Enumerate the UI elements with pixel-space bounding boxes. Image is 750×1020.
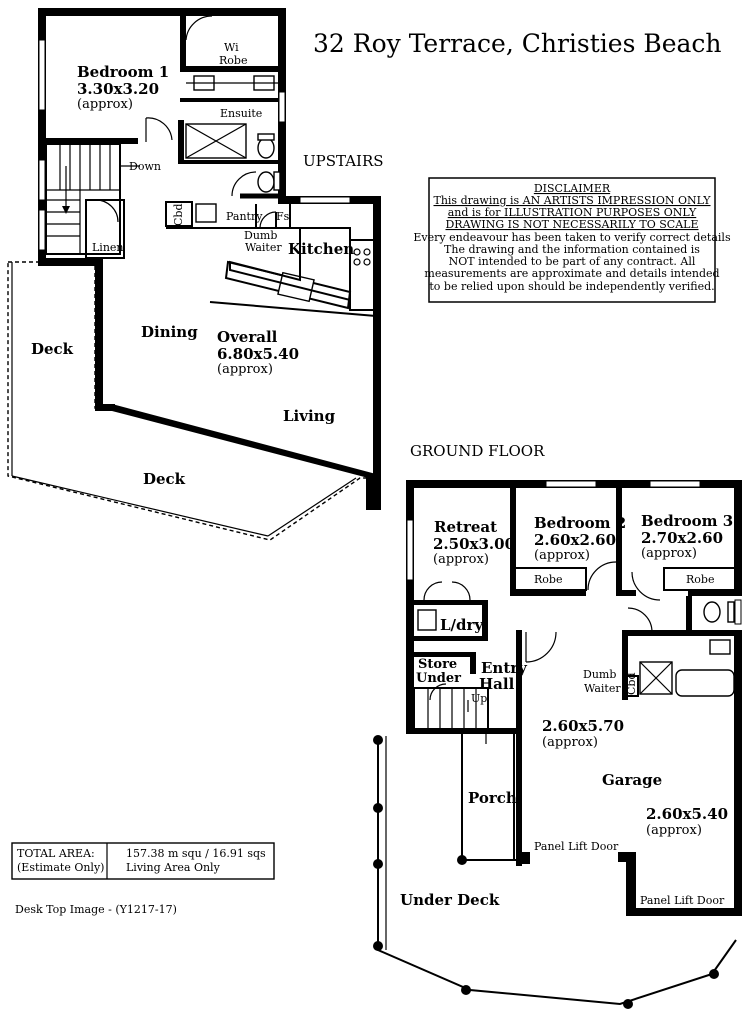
entry-hall-1: Entry bbox=[481, 659, 528, 677]
disclaimer-line-2: and is for ILLUSTRATION PURPOSES ONLY bbox=[448, 206, 697, 219]
bedroom3-dims: 2.70x2.60 bbox=[641, 529, 723, 547]
disclaimer-line-1: This drawing is AN ARTISTS IMPRESSION ON… bbox=[433, 194, 711, 207]
bedroom1-dims: 3.30x3.20 bbox=[77, 80, 159, 98]
deck-left-label: Deck bbox=[31, 340, 74, 358]
robe2-label: Robe bbox=[534, 573, 562, 586]
wi-robe-label-2: Robe bbox=[219, 54, 247, 67]
total-area-value-1: 157.38 m squ / 16.91 sqs bbox=[126, 847, 266, 860]
total-area-table bbox=[11, 842, 275, 880]
total-area-label-1: TOTAL AREA: bbox=[17, 847, 95, 860]
linen-label: Linen bbox=[92, 241, 124, 254]
disclaimer-heading: DISCLAIMER bbox=[534, 182, 611, 195]
upstairs-plan bbox=[7, 8, 381, 541]
dumb-waiter-ground-2: Waiter bbox=[584, 682, 621, 695]
overall-name: Overall bbox=[217, 328, 278, 346]
bedroom2-approx: (approx) bbox=[534, 548, 590, 563]
plan-title: 32 Roy Terrace, Christies Beach bbox=[313, 29, 722, 58]
disclaimer-line-5: The drawing and the information containe… bbox=[444, 243, 700, 256]
retreat-name: Retreat bbox=[434, 518, 497, 536]
total-area-value-2: Living Area Only bbox=[126, 861, 221, 874]
bedroom3-name: Bedroom 3 bbox=[641, 512, 733, 530]
wi-robe-label-1: Wi bbox=[224, 41, 239, 54]
garage-label: Garage bbox=[602, 771, 662, 789]
overall-approx: (approx) bbox=[217, 362, 273, 377]
ensuite-label: Ensuite bbox=[220, 107, 262, 120]
bedroom2-dims: 2.60x2.60 bbox=[534, 531, 616, 549]
entry-hall-2: Hall bbox=[479, 675, 515, 693]
under-deck-label: Under Deck bbox=[400, 891, 500, 909]
bedroom3-approx: (approx) bbox=[641, 546, 697, 561]
ground-floor-plan bbox=[373, 480, 742, 1009]
footer-text: Desk Top Image - (Y1217-17) bbox=[15, 903, 177, 916]
porch-label: Porch bbox=[468, 789, 517, 807]
pantry-label: Pantry bbox=[226, 210, 263, 223]
store-under-1: Store bbox=[418, 657, 457, 672]
garage-approx1: (approx) bbox=[542, 735, 598, 750]
bedroom1-name: Bedroom 1 bbox=[77, 63, 169, 81]
retreat-approx: (approx) bbox=[433, 552, 489, 567]
panel-lift-door-2: Panel Lift Door bbox=[640, 894, 725, 907]
garage-dims2: 2.60x5.40 bbox=[646, 805, 728, 823]
living-label: Living bbox=[283, 407, 336, 425]
dumb-waiter-up-1: Dumb bbox=[244, 229, 277, 242]
overall-dims: 6.80x5.40 bbox=[217, 345, 299, 363]
disclaimer-line-3: DRAWING IS NOT NECESSARILY TO SCALE bbox=[445, 218, 698, 231]
disclaimer-line-8: to be relied upon should be independentl… bbox=[429, 280, 714, 293]
dumb-waiter-ground-1: Dumb bbox=[583, 668, 616, 681]
bedroom1-approx: (approx) bbox=[77, 97, 133, 112]
up-label: Up bbox=[471, 692, 487, 705]
deck-bottom-label: Deck bbox=[143, 470, 186, 488]
ground-floor-heading: GROUND FLOOR bbox=[410, 442, 545, 460]
ldry-label: L/dry bbox=[440, 616, 484, 634]
fs-label: Fs bbox=[276, 210, 290, 223]
kitchen-label: Kitchen bbox=[288, 240, 354, 258]
disclaimer-line-6: NOT intended to be part of any contract.… bbox=[449, 255, 696, 268]
panel-lift-door-1: Panel Lift Door bbox=[534, 840, 619, 853]
bedroom2-name: Bedroom 2 bbox=[534, 514, 626, 532]
retreat-dims: 2.50x3.00 bbox=[433, 535, 515, 553]
garage-approx2: (approx) bbox=[646, 823, 702, 838]
disclaimer-line-7: measurements are approximate and details… bbox=[424, 267, 719, 280]
ground-cbd-label: Cbd bbox=[625, 673, 638, 696]
dining-label: Dining bbox=[141, 323, 198, 341]
total-area-label-2: (Estimate Only) bbox=[17, 861, 104, 874]
store-under-2: Under bbox=[416, 671, 461, 686]
robe3-label: Robe bbox=[686, 573, 714, 586]
garage-dims1: 2.60x5.70 bbox=[542, 717, 624, 735]
dumb-waiter-up-2: Waiter bbox=[245, 241, 282, 254]
disclaimer-line-4: Every endeavour has been taken to verify… bbox=[413, 231, 731, 244]
upstairs-heading: UPSTAIRS bbox=[303, 152, 384, 170]
upstairs-cbd-label: Cbd bbox=[172, 204, 185, 227]
disclaimer-box bbox=[428, 177, 716, 303]
down-label: Down bbox=[129, 160, 161, 173]
